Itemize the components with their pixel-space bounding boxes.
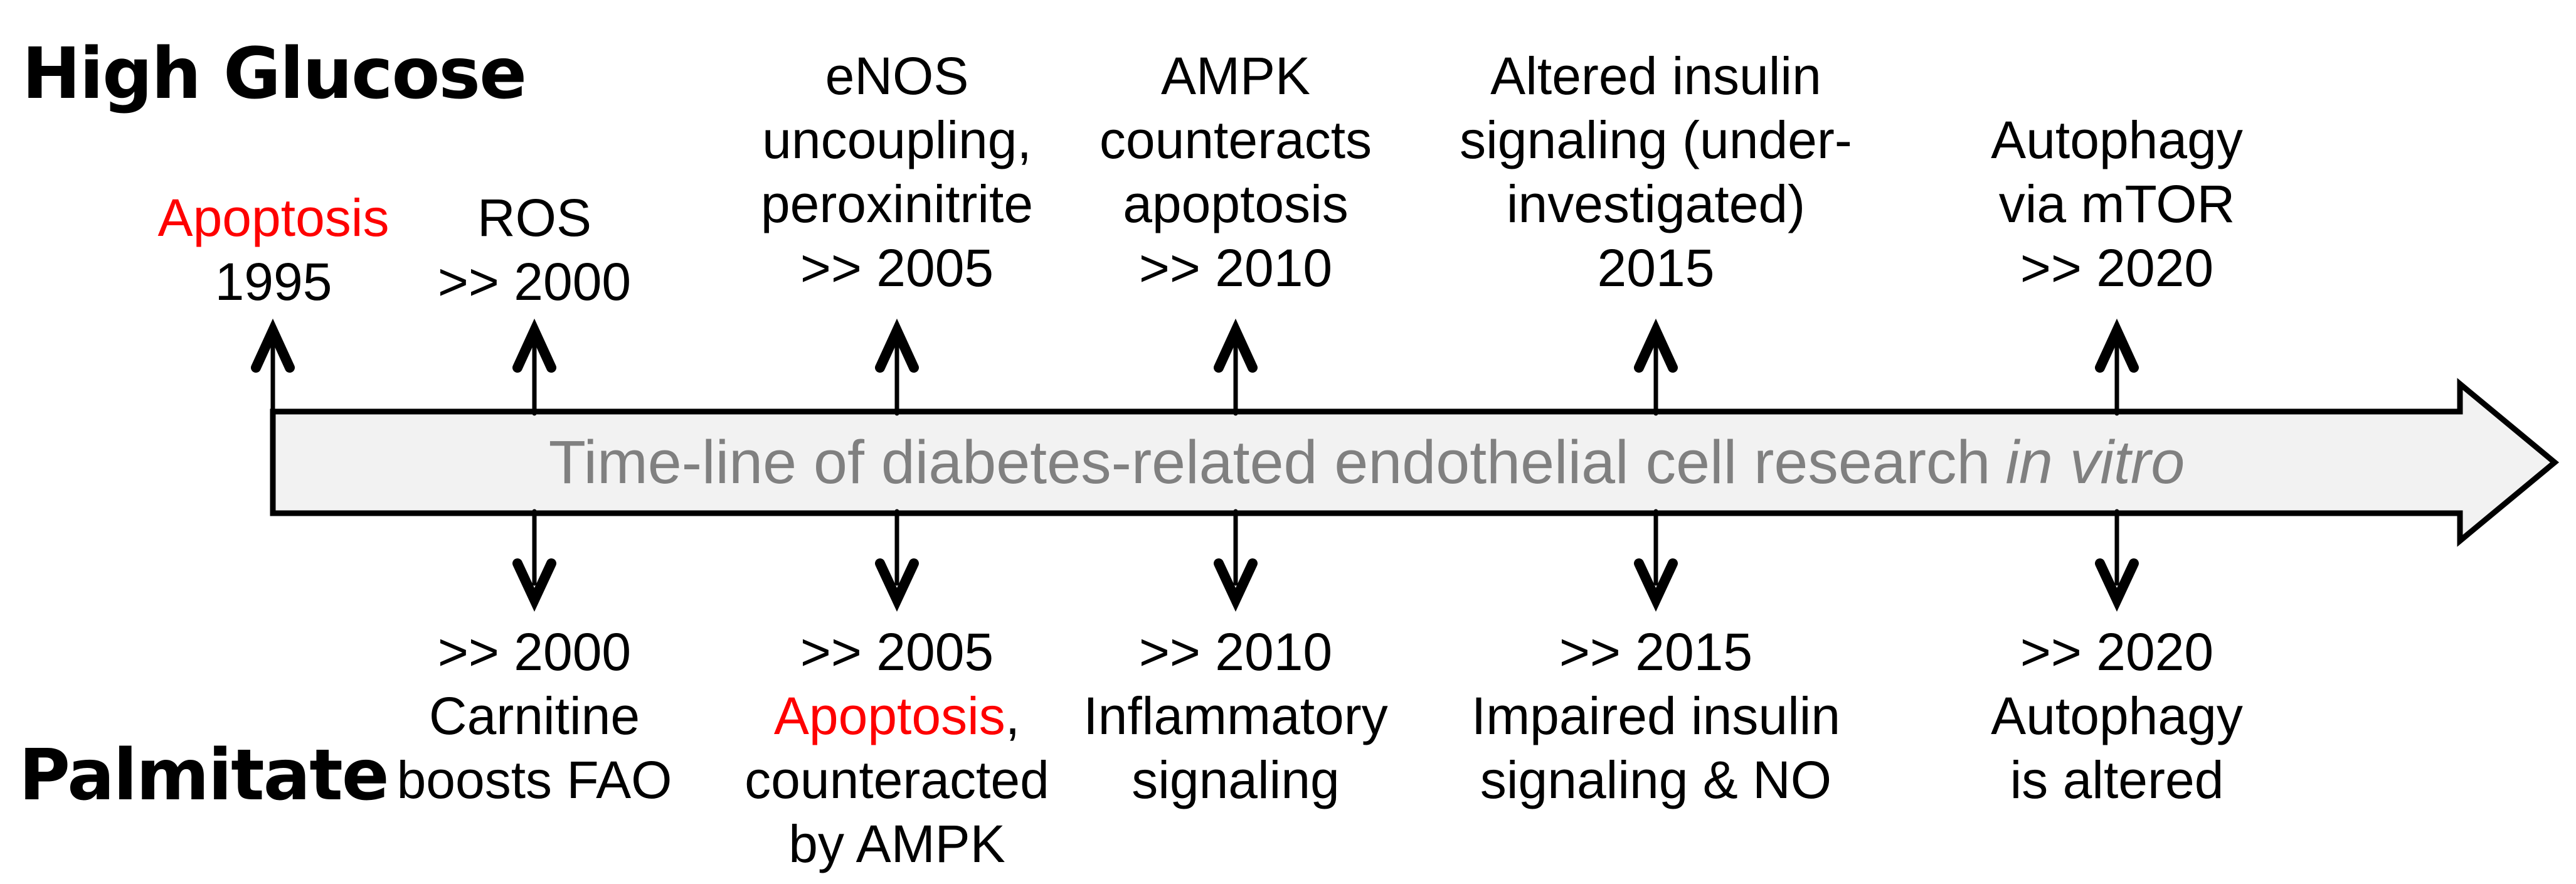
up-arrow-icon bbox=[251, 318, 295, 416]
milestone-top-2015: Altered insulin signaling (under- invest… bbox=[1460, 44, 1852, 300]
milestone-year: >> 2010 bbox=[1138, 622, 1333, 681]
milestone-top-2005: eNOS uncoupling, peroxinitrite >> 2005 bbox=[761, 44, 1033, 300]
milestone-line: is altered bbox=[2010, 750, 2224, 809]
milestone-line: signaling & NO bbox=[1480, 750, 1832, 809]
milestone-line: via mTOR bbox=[1998, 174, 2235, 233]
milestone-top-2020: Autophagy via mTOR >> 2020 bbox=[1991, 108, 2243, 300]
milestone-line: investigated) bbox=[1506, 174, 1806, 233]
milestone-year: 1995 bbox=[215, 252, 332, 311]
milestone-line: apoptosis bbox=[1123, 174, 1349, 233]
milestone-year: >> 2020 bbox=[2020, 238, 2214, 297]
milestone-line: Altered insulin bbox=[1490, 46, 1821, 105]
milestone-line: Inflammatory bbox=[1083, 686, 1388, 745]
milestone-year: 2015 bbox=[1597, 238, 1715, 297]
milestone-line: eNOS bbox=[825, 46, 969, 105]
milestone-year: >> 2000 bbox=[437, 252, 632, 311]
timeline-arrow-band bbox=[270, 378, 2560, 547]
down-arrows bbox=[512, 509, 2139, 612]
up-arrow-icon bbox=[875, 318, 919, 416]
milestone-bottom-2005: >> 2005 Apoptosis, counteracted by AMPK bbox=[745, 620, 1049, 876]
milestone-line: Apoptosis, bbox=[745, 684, 1049, 748]
milestone-year: >> 2000 bbox=[437, 622, 632, 681]
milestone-year: >> 2010 bbox=[1138, 238, 1333, 297]
milestone-comma: , bbox=[1005, 686, 1020, 745]
bottom-track-label: Palmitate bbox=[19, 735, 390, 816]
milestone-line: Autophagy bbox=[1991, 110, 2243, 169]
milestone-line: uncoupling, bbox=[762, 110, 1032, 169]
up-arrow-icon bbox=[1634, 318, 1678, 416]
milestone-bottom-2010: >> 2010 Inflammatory signaling bbox=[1083, 620, 1387, 812]
milestone-line: Apoptosis bbox=[157, 188, 390, 247]
milestone-year: >> 2005 bbox=[800, 622, 994, 681]
milestone-line: signaling (under- bbox=[1460, 110, 1852, 169]
top-track-label: High Glucose bbox=[22, 33, 527, 115]
milestone-top-1995: Apoptosis 1995 bbox=[158, 186, 390, 314]
down-arrow-icon bbox=[512, 509, 556, 612]
down-arrow-icon bbox=[1214, 509, 1258, 612]
timeline-band-title-main: Time-line of diabetes-related endothelia… bbox=[548, 428, 1991, 496]
milestone-year: >> 2020 bbox=[2020, 622, 2214, 681]
timeline-band-title-italic: in vitro bbox=[2005, 428, 2185, 496]
milestone-line: counteracts bbox=[1099, 110, 1372, 169]
milestone-line: Carnitine bbox=[428, 686, 640, 745]
milestone-top-2000: ROS >> 2000 bbox=[438, 186, 631, 314]
down-arrow-icon bbox=[2095, 509, 2139, 612]
milestone-line: counteracted bbox=[745, 750, 1049, 809]
milestone-line: Impaired insulin bbox=[1471, 686, 1841, 745]
milestone-bottom-2020: >> 2020 Autophagy is altered bbox=[1991, 620, 2243, 812]
up-arrow-icon bbox=[2095, 318, 2139, 416]
up-arrows bbox=[251, 318, 2139, 416]
down-arrow-icon bbox=[875, 509, 919, 612]
milestone-line: AMPK bbox=[1160, 46, 1311, 105]
milestone-line: Autophagy bbox=[1991, 686, 2243, 745]
milestone-line: peroxinitrite bbox=[760, 174, 1034, 233]
milestone-line: signaling bbox=[1132, 750, 1340, 809]
up-arrow-icon bbox=[1214, 318, 1258, 416]
down-arrow-icon bbox=[1634, 509, 1678, 612]
milestone-line: boosts FAO bbox=[396, 750, 672, 809]
milestone-highlight: Apoptosis bbox=[773, 686, 1005, 745]
milestone-year: >> 2015 bbox=[1559, 622, 1753, 681]
milestone-top-2010: AMPK counteracts apoptosis >> 2010 bbox=[1100, 44, 1372, 300]
milestone-bottom-2015: >> 2015 Impaired insulin signaling & NO bbox=[1471, 620, 1840, 812]
timeline-band-title: Time-line of diabetes-related endothelia… bbox=[273, 412, 2461, 513]
milestone-line: ROS bbox=[477, 188, 592, 247]
milestone-bottom-2000: >> 2000 Carnitine boosts FAO bbox=[397, 620, 672, 812]
up-arrow-icon bbox=[512, 318, 556, 416]
milestone-line: by AMPK bbox=[788, 814, 1005, 873]
milestone-year: >> 2005 bbox=[800, 238, 994, 297]
